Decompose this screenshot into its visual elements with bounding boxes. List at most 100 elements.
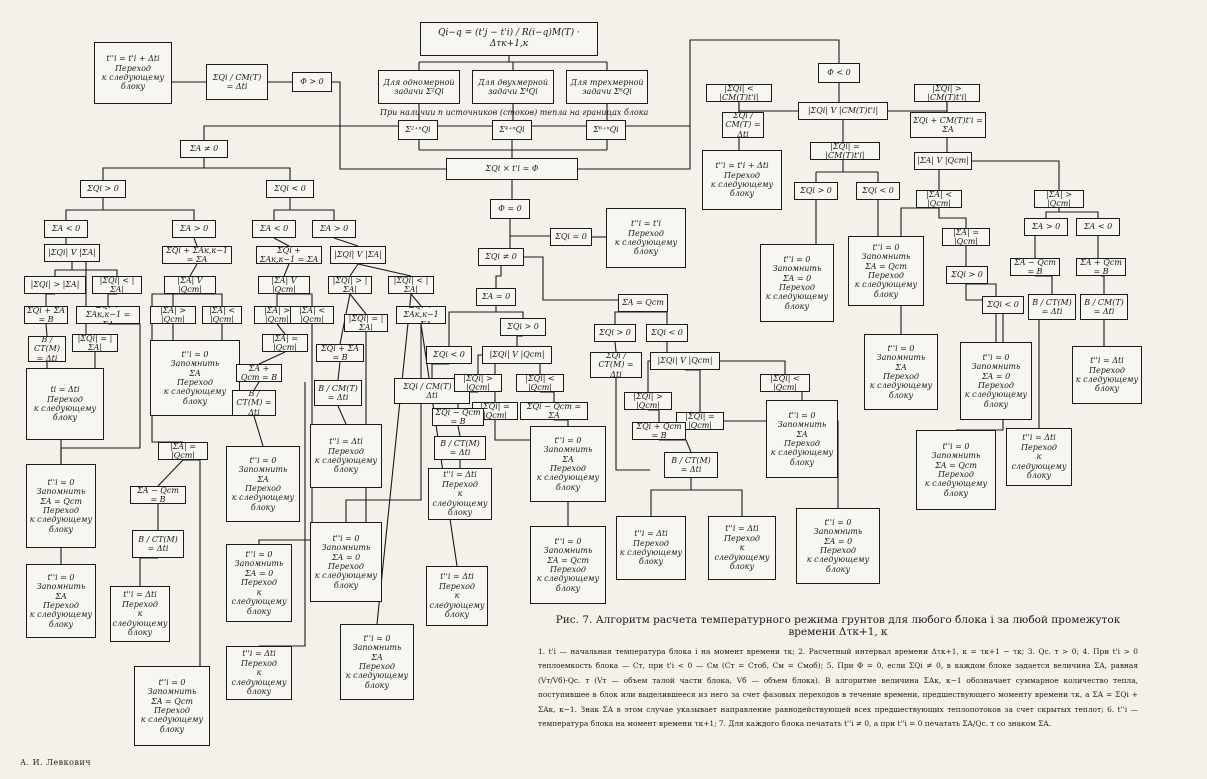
connector-line xyxy=(1035,275,1053,294)
r-gt-delta-a-box: B / CT(M) = Δti xyxy=(1028,294,1076,320)
r-gt-q-positive-box: ΣQi > 0 xyxy=(946,266,988,284)
connector-line xyxy=(540,391,555,402)
m2-diff-a-box: ΣQi − Qст = ΣA xyxy=(520,402,588,420)
c1-compare-box: |ΣQi| V |ΣA| xyxy=(44,244,100,262)
c1-result-c-box: t''i = 0 Запомнить ΣA Переход к следующе… xyxy=(26,564,96,638)
connector-line xyxy=(524,256,618,301)
r-eq-negative-box: ΣQi < 0 xyxy=(856,182,900,200)
connector-line xyxy=(477,354,482,374)
sources-sum-2d-box: Σ⁴⁺ⁿQi xyxy=(492,120,532,140)
connector-line xyxy=(1059,211,1099,218)
left-result-box: t''i = t'i + Δti Переход к следующему бл… xyxy=(94,42,172,104)
connector-line xyxy=(516,335,523,346)
connector-line xyxy=(65,198,104,220)
connector-line xyxy=(1045,208,1060,218)
c2-sum-box: ΣQi + ΣAк,к−1 = ΣA xyxy=(162,246,232,264)
r-gt-memorize-box: t''i = 0 Запомнить ΣA Переход к следующе… xyxy=(864,334,938,410)
m4-greater-box: |ΣQi| > |Qст| xyxy=(624,392,672,410)
c4-compare-box: |ΣQi| V |ΣA| xyxy=(330,246,386,264)
c3-result-a-box: t''i = 0 Запомнить ΣA Переход к следующе… xyxy=(226,446,300,522)
c2-greater-box: |ΣA| > |Qст| xyxy=(150,306,196,324)
connector-line xyxy=(1101,275,1105,294)
c1-equal-box: |ΣQi| = |ΣA| xyxy=(72,334,118,352)
r-less-delta-box: ΣQi / CM(T) = Δti xyxy=(722,112,764,138)
m2-greater-box: |ΣQi| > |Qст| xyxy=(454,374,502,392)
connector-line xyxy=(685,369,701,412)
a-negative-box-1: ΣA < 0 xyxy=(44,220,88,238)
connector-line xyxy=(290,209,335,220)
connector-line xyxy=(139,557,158,586)
connector-line xyxy=(157,459,184,487)
connector-line xyxy=(724,420,839,508)
c2-result-b-box: t''i = 0 Запомнить ΣA = Qст Переход к сл… xyxy=(134,666,210,746)
c4-result-b-box: t''i = 0 Запомнить ΣA = 0 Переход к след… xyxy=(310,522,382,602)
c1-less-box: |ΣQi| < |ΣA| xyxy=(92,276,142,294)
r-gt-zero-box: t''i = 0 Запомнить ΣA = 0 Переход к след… xyxy=(960,342,1032,420)
r-gt-result-a-box: t''i = Δti Переход к следующему блоку xyxy=(1006,428,1072,486)
c2-diff-box: ΣA − Qст = B xyxy=(130,486,186,504)
m-a-zero-box: ΣA = 0 xyxy=(476,288,516,306)
connector-line xyxy=(720,360,786,374)
two-dimensional-box: Для двухмерной задачи Σ⁴Qi xyxy=(472,70,554,104)
connector-line xyxy=(614,311,643,324)
c1-sum-a-box: ΣQi + ΣAк,к−1 = ΣA xyxy=(76,306,140,324)
r-gt-delta-b-box: B / CM(T) = Δti xyxy=(1080,294,1128,320)
c3-sum-b-box: ΣA + Qст = B xyxy=(236,364,282,382)
r-gt-q-negative-box: ΣQi < 0 xyxy=(982,296,1024,314)
connector-line xyxy=(102,158,205,180)
sum-a-nonzero-box: ΣA ≠ 0 xyxy=(180,140,228,158)
c2-delta-box: B / CT(M) = Δti xyxy=(132,530,184,558)
r-compare-box: |ΣQi| V |CM(T)t'i| xyxy=(798,102,888,120)
one-dimensional-box: Для одномерной задачи Σ²Qi xyxy=(378,70,460,104)
connector-line xyxy=(276,323,286,335)
connector-line xyxy=(172,293,190,306)
connector-line xyxy=(888,102,948,112)
c1-delta-box: B / CT(M) = Δti xyxy=(28,336,66,362)
a-positive-box-1: ΣA > 0 xyxy=(172,220,216,238)
sources-sum-1d-box: Σ²⁺ⁿQi xyxy=(398,120,438,140)
figure-caption: Рис. 7. Алгоритм расчета температурного … xyxy=(555,614,1121,638)
m2-result-a-box: t''i = Δti Переход к следующему блоку xyxy=(428,468,492,520)
connector-line xyxy=(204,167,291,180)
c3-sum-box: ΣQi + ΣAк,к−1 = ΣA xyxy=(256,246,322,264)
m4-delta-box: B / CT(M) = Δti xyxy=(664,452,718,478)
c3-result-c-box: t''i = Δti Переход к следующему блоку xyxy=(226,646,292,700)
connector-line xyxy=(509,219,550,237)
m2-less-box: |ΣQi| < |Qст| xyxy=(516,374,564,392)
connector-line xyxy=(615,378,650,471)
m4-result-a-box: t''i = Δti Переход к следующему блоку xyxy=(616,516,686,580)
m4-equal-box: |ΣQi| = |Qст| xyxy=(676,412,724,430)
m-a-qst-box: ΣA = Qст xyxy=(618,294,668,312)
r-gt-sum-box: ΣQi + CM(T)t'i = ΣA xyxy=(910,112,986,138)
m3-delta-box: ΣQi / CT(M) = Δti xyxy=(590,352,642,378)
c4-result-d-box: t''i = Δti Переход к следующему блоку xyxy=(426,566,488,626)
a-positive-box-2: ΣA > 0 xyxy=(312,220,356,238)
r-gt-result-b-box: t''i = Δti Переход к следующему блоку xyxy=(1072,346,1142,404)
author-name: А. И. Левкович xyxy=(20,758,92,767)
r-less-box: |ΣQi| < |CM(T)t'i| xyxy=(706,84,772,102)
three-dimensional-box: Для трехмерной задачи Σ⁶Qi xyxy=(566,70,648,104)
m2-result-b-box: t''i = 0 Запомнить ΣA Переход к следующе… xyxy=(530,426,606,502)
connector-line xyxy=(614,341,617,353)
connector-line xyxy=(938,208,967,228)
connector-line xyxy=(410,293,422,307)
connector-line xyxy=(193,237,198,247)
a-negative-box-2: ΣA < 0 xyxy=(252,220,296,238)
connector-line xyxy=(431,363,449,378)
r-eq-positive-box: ΣQi > 0 xyxy=(794,182,838,200)
c2-equal-box: |ΣA| = |Qст| xyxy=(158,442,208,460)
connector-line xyxy=(647,360,650,392)
connector-line xyxy=(554,419,569,426)
m3-positive-box: ΣQi > 0 xyxy=(594,324,636,342)
connector-line xyxy=(496,311,524,318)
r-gt-compare-box: |ΣA| V |Qст| xyxy=(914,152,972,170)
r-gt-add-box: ΣA + Qст = B xyxy=(1076,258,1126,276)
phi-zero-box: Φ = 0 xyxy=(490,199,530,219)
r-eq-neg-result-box: t''i = 0 Запомнить ΣA = Qст Переход к сл… xyxy=(848,236,924,306)
m1-negative-box: ΣQi < 0 xyxy=(426,346,472,364)
phi-negative-box: Φ < 0 xyxy=(818,63,860,83)
m2-delta-box: B / CT(M) = Δti xyxy=(434,436,486,460)
connector-line xyxy=(337,405,347,425)
r-gt-greater-box: |ΣA| > |Qст| xyxy=(1034,190,1084,208)
m-sumq-nonzero-box: ΣQi ≠ 0 xyxy=(478,248,524,266)
